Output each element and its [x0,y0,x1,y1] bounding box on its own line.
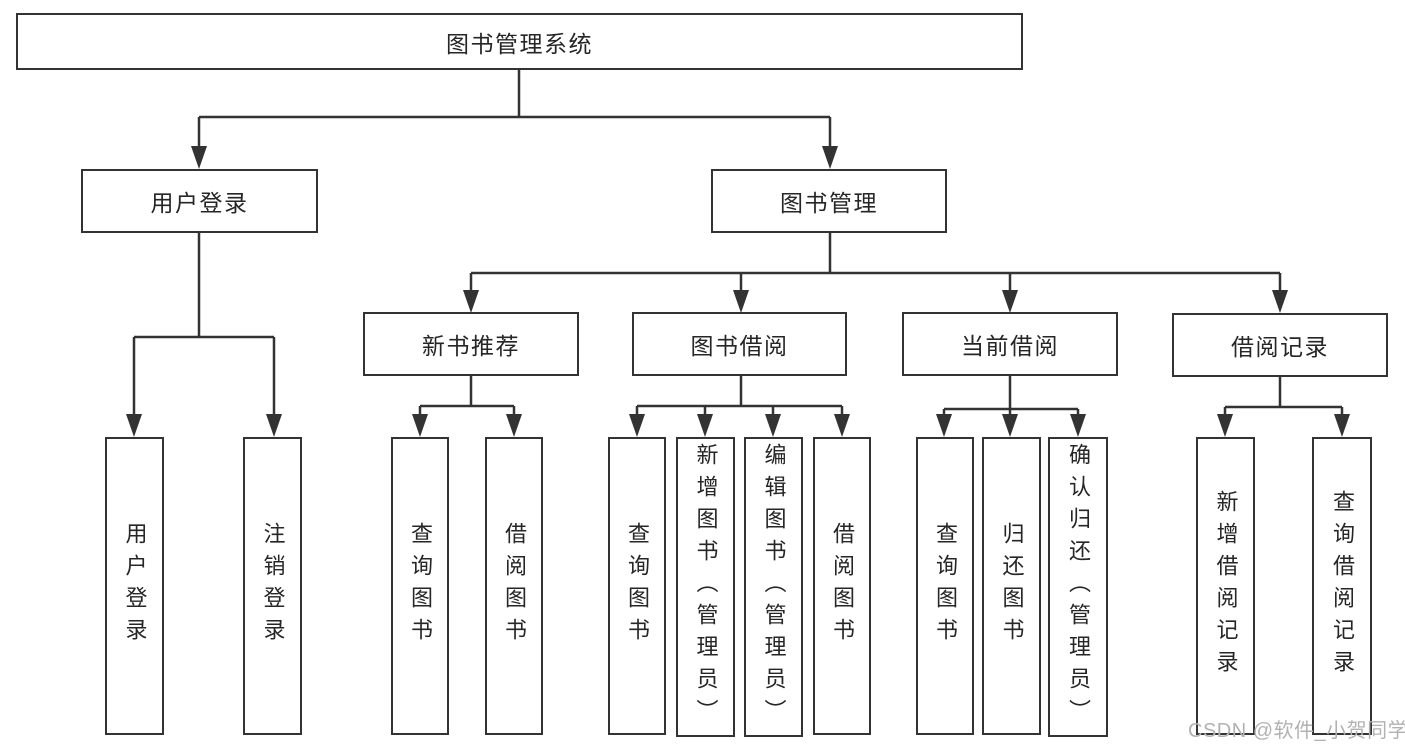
leaf-record-add: 新增借阅记录 [1196,437,1255,735]
leaf-label: 查询图书 [933,522,958,650]
node-borrow-record: 借阅记录 [1172,313,1388,377]
leaf-label: 查询图书 [408,522,433,650]
leaf-label: 查询借阅记录 [1330,490,1355,682]
leaf-label: 注销登录 [260,522,286,650]
leaf-current-return: 归还图书 [982,437,1041,735]
leaf-label: 编辑图书（管理员） [761,443,787,731]
leaf-borrow-edit: 编辑图书（管理员） [744,437,803,737]
leaf-label: 查询图书 [625,522,650,650]
arrowheads [126,146,1350,437]
node-current-borrow: 当前借阅 [902,312,1118,376]
leaf-label: 借阅图书 [502,522,527,650]
leaf-label: 新增图书（管理员） [693,443,719,731]
leaf-label: 用户登录 [122,522,148,650]
leaf-label: 确认归还（管理员） [1066,443,1091,731]
leaf-newbook-query: 查询图书 [391,437,449,735]
leaf-current-query: 查询图书 [916,437,974,735]
leaf-logout: 注销登录 [243,437,302,735]
leaf-user-login-1: 用户登录 [105,437,164,735]
leaf-label: 借阅图书 [830,522,855,650]
node-user-login: 用户登录 [81,169,318,233]
leaf-label: 新增借阅记录 [1213,490,1239,682]
node-new-book: 新书推荐 [363,312,579,376]
node-book-borrow: 图书借阅 [632,312,847,376]
csdn-watermark: CSDN @软件_小贺同学 [1188,720,1405,742]
leaf-borrow-query: 查询图书 [608,437,666,735]
node-root: 图书管理系统 [16,13,1023,70]
leaf-newbook-borrow: 借阅图书 [485,437,543,735]
leaf-current-confirm: 确认归还（管理员） [1048,437,1108,737]
leaf-borrow-borrow: 借阅图书 [813,437,871,735]
node-book-mgmt: 图书管理 [711,169,947,233]
leaf-record-query: 查询借阅记录 [1312,437,1372,735]
leaf-label: 归还图书 [999,522,1025,650]
leaf-borrow-add: 新增图书（管理员） [676,437,735,737]
